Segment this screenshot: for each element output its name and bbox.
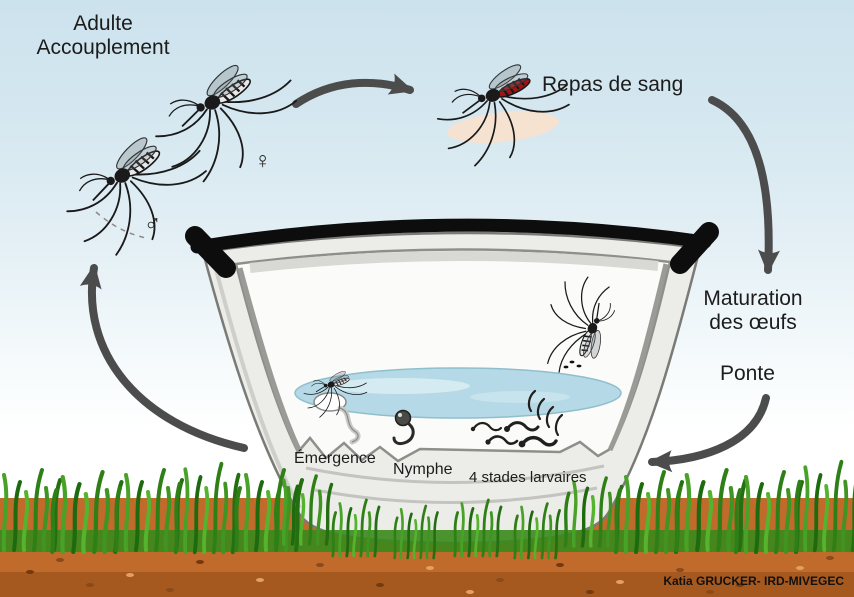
bucket-rim — [190, 218, 712, 254]
egg-raft-icons — [527, 389, 564, 437]
grass — [0, 462, 854, 560]
label-mating: Accouplement — [36, 36, 170, 60]
bucket-handle-mount-left — [185, 226, 236, 278]
pupa-icon — [392, 409, 415, 446]
bucket-illustration — [185, 218, 719, 545]
label-egg-maturation: Maturation des œufs — [682, 287, 824, 335]
blood-meal — [427, 46, 584, 178]
label-maturation-line2: des œufs — [709, 311, 797, 335]
arrow-ponte-to-bucket-icon — [648, 394, 770, 473]
mating-pair — [51, 40, 317, 271]
label-maturation-line1: Maturation — [703, 287, 803, 310]
label-larval-stages: 4 stades larvaires — [469, 469, 587, 486]
label-blood-meal: Repas de sang — [542, 73, 684, 96]
arrow-mating-to-bloodmeal-icon — [292, 73, 414, 108]
label-emergence: Émergence — [294, 450, 376, 467]
female-symbol-icon: ♀ — [254, 147, 272, 173]
label-nymph: Nymphe — [393, 461, 453, 478]
arrow-bucket-to-adult-icon — [79, 264, 248, 452]
label-adult: Adulte — [73, 12, 133, 35]
male-symbol-icon: ♂ — [144, 210, 162, 236]
blood-feeding-mosquito-icon — [427, 46, 584, 178]
label-ponte: Ponte — [720, 362, 775, 385]
bucket-interior — [234, 248, 672, 463]
adult-mosquito-female-icon — [140, 40, 317, 197]
arrow-bloodmeal-to-maturation-icon — [708, 96, 780, 274]
soil-speckles — [26, 556, 834, 594]
label-adult-mating: Adulte Accouplement — [17, 12, 189, 60]
aquatic-stages — [300, 267, 629, 448]
credit-text: Katia GRUCKER- IRD-MIVEGEC — [663, 574, 844, 588]
bucket-handle-mount-right — [670, 222, 719, 274]
eggs-icon — [563, 360, 582, 369]
larvae-icons — [470, 421, 558, 448]
cycle-arrows — [79, 73, 780, 473]
